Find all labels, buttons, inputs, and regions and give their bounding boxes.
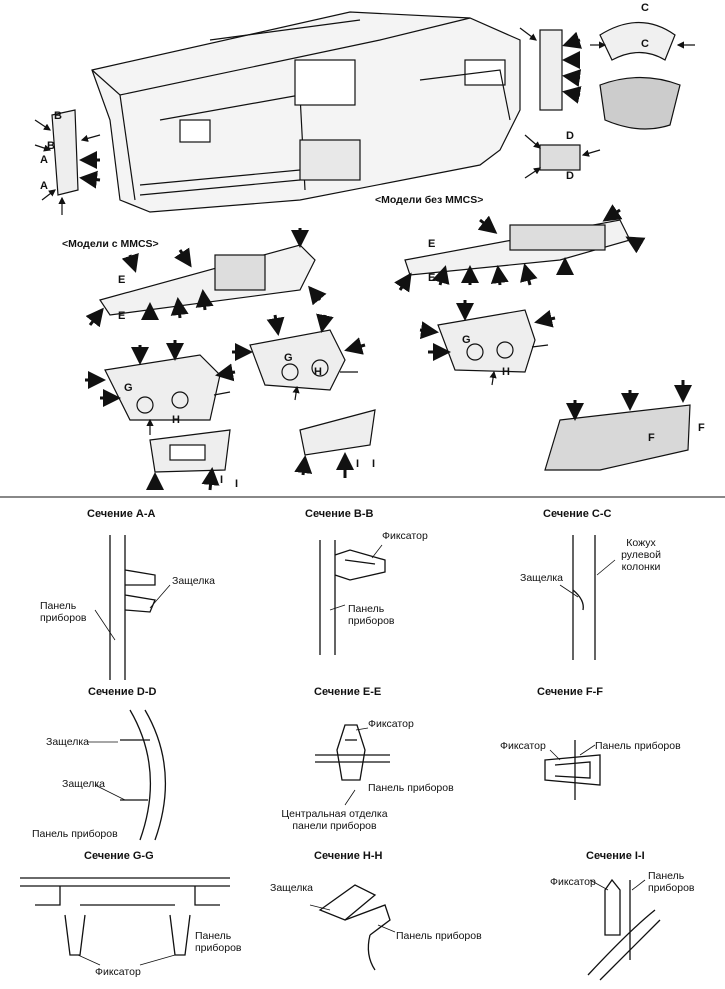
section-ee-title: Сечение E-E bbox=[314, 686, 382, 698]
section-ee-panel-label: Панель приборов bbox=[368, 782, 454, 794]
section-cc-latch-label: Защелка bbox=[520, 572, 563, 584]
climate-panel-middle bbox=[232, 313, 366, 401]
section-dd-latch2-label: Защелка bbox=[62, 778, 105, 790]
section-bb-clip-label: Фиксатор bbox=[382, 530, 428, 542]
section-ee-trim-label: Центральная отделка панели приборов bbox=[281, 808, 388, 832]
section-bb-drawing bbox=[319, 540, 386, 655]
section-bb-panel-label: Панель приборов bbox=[348, 603, 395, 627]
section-hh-title: Сечение H-H bbox=[314, 850, 383, 862]
section-ii-drawing bbox=[587, 878, 661, 981]
section-aa-latch-label: Защелка bbox=[172, 575, 215, 587]
center-panel-with-mmcs bbox=[85, 228, 327, 328]
section-cc-drawing bbox=[559, 535, 616, 660]
letter-h-3: H bbox=[502, 366, 510, 378]
bezel-middle bbox=[294, 409, 376, 478]
section-bb-title: Сечение B-B bbox=[305, 508, 374, 520]
lower-cover-f bbox=[544, 380, 692, 471]
section-dd-title: Сечение D-D bbox=[88, 686, 157, 698]
letter-g-2: G bbox=[284, 352, 293, 364]
letter-h-2: H bbox=[314, 366, 322, 378]
letter-d-1: D bbox=[566, 130, 574, 142]
letter-f-2: F bbox=[698, 422, 705, 434]
section-dd-drawing bbox=[88, 709, 167, 841]
bezel-left bbox=[146, 429, 231, 491]
column-switch-panel bbox=[519, 27, 583, 111]
left-side-panel bbox=[34, 109, 101, 215]
section-gg-title: Сечение G-G bbox=[84, 850, 154, 862]
climate-panel-right bbox=[419, 300, 556, 386]
section-ff-clip-label: Фиксатор bbox=[500, 740, 546, 752]
section-aa-drawing bbox=[94, 535, 171, 680]
section-ii-title: Сечение I-I bbox=[586, 850, 645, 862]
section-dd-panel-label: Панель приборов bbox=[32, 828, 118, 840]
letter-h-1: H bbox=[172, 414, 180, 426]
climate-panel-left bbox=[85, 340, 236, 435]
section-hh-panel-label: Панель приборов bbox=[396, 930, 482, 942]
letter-e-4: E bbox=[118, 310, 126, 322]
dashboard-assembly bbox=[91, 11, 521, 213]
section-ii-panel-label: Панель приборов bbox=[648, 870, 695, 894]
section-ii-clip-label: Фиксатор bbox=[550, 876, 596, 888]
letter-i-3: I bbox=[356, 458, 360, 470]
letter-f-1: F bbox=[648, 432, 655, 444]
steering-column-cover bbox=[590, 21, 695, 130]
center-panel-without-mmcs bbox=[394, 204, 646, 293]
section-cc-title: Сечение C-C bbox=[543, 508, 612, 520]
section-ff-drawing bbox=[544, 740, 601, 800]
section-gg-panel-label: Панель приборов bbox=[195, 930, 242, 954]
letter-i-1: I bbox=[220, 474, 224, 486]
letter-e-1: E bbox=[428, 238, 436, 250]
section-aa-title: Сечение A-A bbox=[87, 508, 156, 520]
section-ff-title: Сечение F-F bbox=[537, 686, 603, 698]
label-model-with-mmcs: <Модели с MMCS> bbox=[62, 238, 159, 250]
letter-a-1: A bbox=[40, 154, 48, 166]
section-ee-drawing bbox=[315, 724, 390, 806]
letter-g-1: G bbox=[124, 382, 133, 394]
section-aa-panel-label: Панель приборов bbox=[40, 600, 87, 624]
section-dd-latch1-label: Защелка bbox=[46, 736, 89, 748]
letter-e-2: E bbox=[428, 272, 436, 284]
letter-i-2: I bbox=[235, 478, 239, 490]
letter-c-1: C bbox=[641, 2, 649, 14]
letter-c-2: C bbox=[641, 38, 649, 50]
label-model-without-mmcs: <Модели без MMCS> bbox=[375, 194, 484, 206]
letter-b-1: B bbox=[54, 110, 62, 122]
section-hh-drawing bbox=[309, 884, 396, 971]
section-hh-latch-label: Защелка bbox=[270, 882, 313, 894]
letter-e-3: E bbox=[118, 274, 126, 286]
section-gg-clip-label: Фиксатор bbox=[95, 966, 141, 978]
letter-g-3: G bbox=[462, 334, 471, 346]
section-ff-panel-label: Панель приборов bbox=[595, 740, 681, 752]
letter-i-4: I bbox=[372, 458, 376, 470]
letter-a-2: A bbox=[40, 180, 48, 192]
section-cc-cover-label: Кожух рулевой колонки bbox=[621, 537, 661, 573]
letter-b-2: B bbox=[47, 140, 55, 152]
letter-d-2: D bbox=[566, 170, 574, 182]
section-gg-drawing bbox=[20, 877, 230, 966]
section-ee-clip-label: Фиксатор bbox=[368, 718, 414, 730]
switch-d bbox=[524, 134, 601, 179]
